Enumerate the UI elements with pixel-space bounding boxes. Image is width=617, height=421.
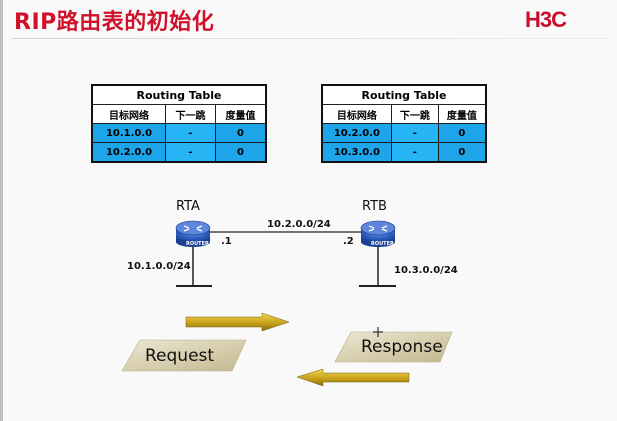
cursor-icon <box>373 327 383 337</box>
column-header-metric: 度量值 <box>437 104 487 124</box>
metric-cell: 0 <box>437 142 487 163</box>
router-rta-badge: ROUTER <box>186 241 209 247</box>
column-header-next-hop: 下一跳 <box>165 104 216 124</box>
router-rtb-icon <box>360 220 396 247</box>
destination-cell: 10.3.0.0 <box>321 142 392 163</box>
destination-cell: 10.1.0.0 <box>91 123 167 143</box>
column-header-metric: 度量值 <box>214 104 267 124</box>
next-hop-cell: - <box>165 142 216 163</box>
destination-cell: 10.2.0.0 <box>321 123 392 143</box>
h3c-logo: H3C <box>525 7 567 32</box>
request-label: Request <box>145 346 215 366</box>
column-header-destination: 目标网络 <box>91 104 167 124</box>
metric-cell: 0 <box>437 123 487 143</box>
response-arrow-left-icon <box>296 368 410 387</box>
response-label: Response <box>361 337 443 357</box>
next-hop-cell: - <box>390 142 439 163</box>
slide-title: RIP路由表的初始化 <box>14 10 215 35</box>
rtb-stub-network-label: 10.3.0.0/24 <box>394 265 458 276</box>
router-rta-label: RTA <box>176 199 200 214</box>
routing-table-rtb: Routing Table 目标网络 下一跳 度量值 10.2.0.0 - 0 … <box>321 84 487 163</box>
table-row: 10.2.0.0 - 0 <box>321 123 487 143</box>
metric-cell: 0 <box>214 123 267 143</box>
table-row: 10.2.0.0 - 0 <box>91 142 267 163</box>
link-network-label: 10.2.0.0/24 <box>267 219 331 230</box>
request-box <box>121 339 247 372</box>
router-rta-icon <box>175 220 211 247</box>
table-row: 10.3.0.0 - 0 <box>321 142 487 163</box>
column-header-destination: 目标网络 <box>321 104 392 124</box>
routing-table-rta: Routing Table 目标网络 下一跳 度量值 10.1.0.0 - 0 … <box>91 84 267 163</box>
router-rtb-label: RTB <box>362 199 387 214</box>
rta-interface-label: .1 <box>221 236 232 247</box>
rtb-interface-label: .2 <box>343 236 354 247</box>
destination-cell: 10.2.0.0 <box>91 142 167 163</box>
rta-stub-network-label: 10.1.0.0/24 <box>127 261 191 272</box>
routing-table-caption: Routing Table <box>321 84 487 105</box>
request-arrow-right-icon <box>185 312 290 332</box>
router-rtb-badge: ROUTER <box>371 241 394 247</box>
next-hop-cell: - <box>390 123 439 143</box>
next-hop-cell: - <box>165 123 216 143</box>
header-divider <box>12 38 612 39</box>
column-header-next-hop: 下一跳 <box>390 104 439 124</box>
slide-left-border <box>0 0 3 421</box>
metric-cell: 0 <box>214 142 267 163</box>
response-box <box>334 331 453 363</box>
table-row: 10.1.0.0 - 0 <box>91 123 267 143</box>
